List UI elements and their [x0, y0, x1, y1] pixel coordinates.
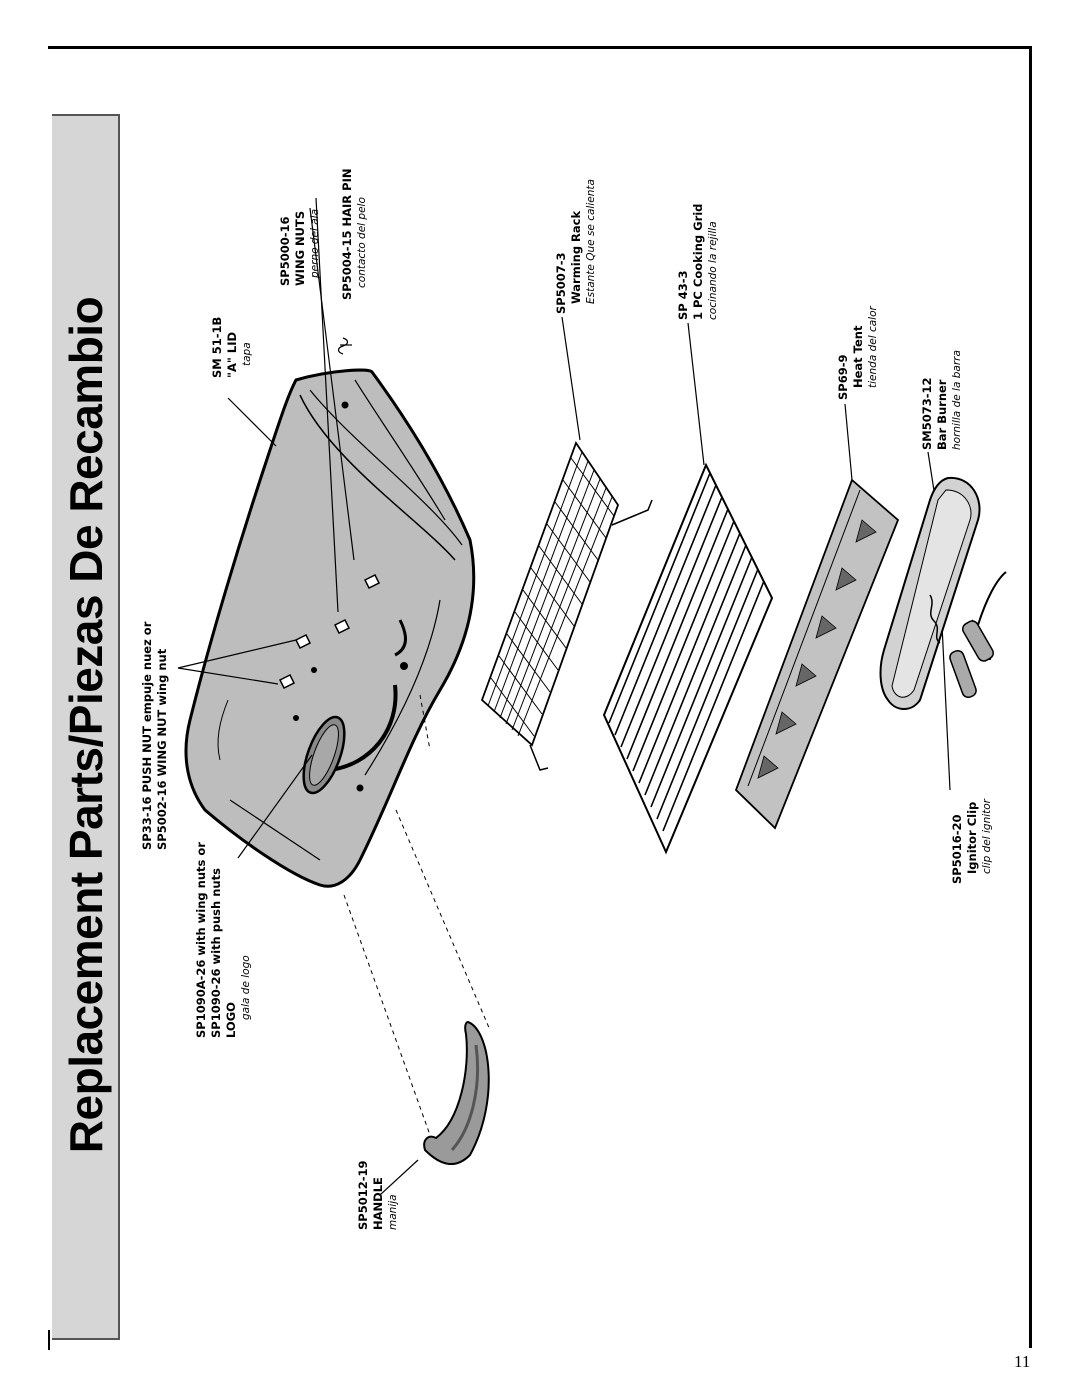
logo-line2: SP1090-26 with push nuts: [209, 868, 223, 1038]
heat-tent-spanish: tienda del calor: [867, 306, 879, 388]
nuts-line1: SP33-16 PUSH NUT empuje nuez or: [140, 621, 154, 850]
lid-spanish: tapa: [241, 342, 253, 366]
heat-tent-label: SP69-9 Heat Tent tienda del calor: [836, 306, 881, 400]
bar-burner-illustration: [879, 476, 1007, 710]
warming-rack-illustration: [480, 441, 653, 771]
ignitor-clip-name: Ignitor Clip: [965, 801, 979, 874]
logo-name: LOGO: [224, 1002, 238, 1038]
bar-burner-code: SM5073-12: [920, 377, 934, 450]
lid-label: SM 51-1B "A" LID tapa: [210, 317, 255, 378]
handle-illustration: [423, 1020, 490, 1165]
warming-rack-label: SP5007-3 Warming Rack Estante Que se cal…: [554, 179, 599, 314]
ignitor-clip-label: SP5016-20 Ignitor Clip clip del ignitor: [950, 799, 995, 884]
title-band: [52, 114, 120, 1340]
wing-nuts-code: SP5000-16: [278, 216, 292, 287]
lid-illustration: [184, 368, 476, 888]
warming-rack-name: Warming Rack: [569, 210, 583, 304]
handle-code: SP5012-19: [356, 1160, 370, 1231]
logo-label: SP1090A-26 with wing nuts or SP1090-26 w…: [194, 842, 254, 1038]
logo-line1: SP1090A-26 with wing nuts or: [194, 842, 208, 1038]
page-frame-top: [48, 46, 1032, 49]
bar-burner-spanish: hornilla de la barra: [951, 350, 963, 450]
warming-rack-spanish: Estante Que se calienta: [585, 179, 597, 304]
leader-lines: [177, 197, 951, 1196]
lid-code: SM 51-1B: [210, 316, 224, 378]
nuts-label: SP33-16 PUSH NUT empuje nuez or SP5002-1…: [140, 622, 170, 850]
dashed-lines: [343, 694, 491, 1136]
bar-burner-name: Bar Burner: [935, 379, 949, 450]
heat-tent-name: Heat Tent: [851, 325, 865, 389]
wing-nuts-name: WING NUTS: [293, 210, 307, 286]
page-frame-tick: [48, 1330, 50, 1350]
page-frame-right: [1029, 46, 1032, 1348]
handle-label: SP5012-19 HANDLE manija: [356, 1161, 401, 1231]
hair-pin-spanish: contacto del pelo: [356, 197, 368, 288]
lid-name: "A" LID: [225, 331, 239, 378]
cooking-grid-name: 1 PC Cooking Grid: [691, 203, 705, 320]
heat-tent-illustration: [734, 478, 900, 830]
cooking-grid-illustration: [602, 462, 774, 855]
cooking-grid-code: SP 43-3: [676, 270, 690, 321]
warming-rack-code: SP5007-3: [554, 252, 568, 315]
cooking-grid-label: SP 43-3 1 PC Cooking Grid cocinando la r…: [676, 204, 721, 320]
heat-tent-code: SP69-9: [836, 354, 850, 401]
hair-pin-label: SP5004-15 HAIR PIN contacto del pelo: [340, 169, 370, 301]
bar-burner-label: SM5073-12 Bar Burner hornilla de la barr…: [920, 350, 965, 450]
cooking-grid-spanish: cocinando la rejilla: [707, 221, 719, 320]
wing-nuts-label: SP5000-16 WING NUTS perno del ala: [278, 209, 323, 286]
handle-spanish: manija: [387, 1194, 399, 1230]
hair-pin-code: SP5004-15 HAIR PIN: [340, 168, 354, 301]
page-number: 11: [1014, 1352, 1031, 1371]
logo-spanish: gala de logo: [240, 955, 252, 1020]
wing-nuts-spanish: perno del ala: [309, 208, 321, 278]
handle-name: HANDLE: [371, 1177, 385, 1230]
nuts-line2: SP5002-16 WING NUT wing nut: [155, 648, 169, 850]
ignitor-clip-spanish: clip del ignitor: [981, 798, 993, 874]
ignitor-clip-code: SP5016-20: [950, 814, 964, 885]
